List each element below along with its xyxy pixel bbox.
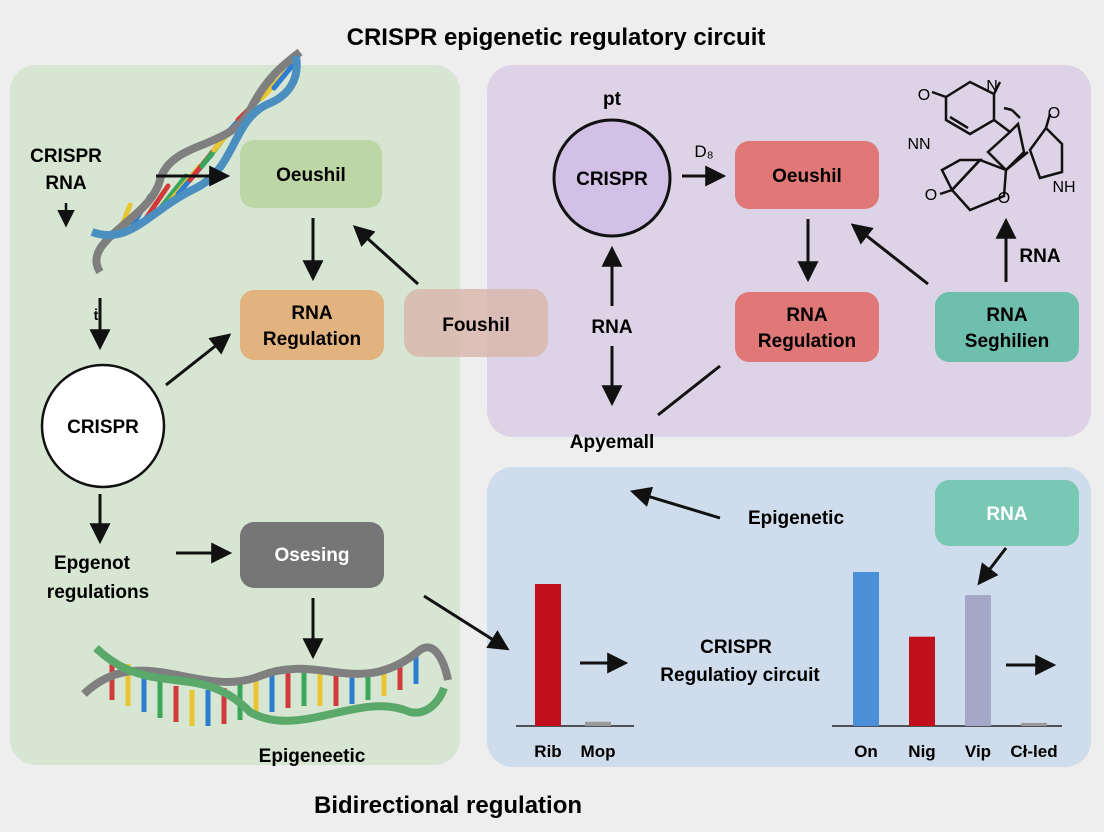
bar-chart-right: On Nig Vip Cł-led xyxy=(832,572,1062,761)
diagram-title: CRISPR epigenetic regulatory circuit xyxy=(347,24,766,51)
arrow-foushil-to-oeushil xyxy=(352,225,420,286)
rna-regulation-label-2: Regulation xyxy=(263,329,361,350)
bar-on xyxy=(853,572,879,726)
bar-label: Nig xyxy=(908,742,935,761)
left-panel xyxy=(10,65,460,765)
rna-seghilien-box xyxy=(935,292,1079,362)
apyemall-label: Apyemall xyxy=(570,432,654,453)
osesing-box xyxy=(240,522,384,588)
epigeneetic-label: Epigeneetic xyxy=(259,746,366,767)
rna-middle-label: RNA xyxy=(591,317,632,338)
bar-c-led xyxy=(1021,722,1047,726)
foushil-box xyxy=(404,289,548,357)
rna-regulation-box xyxy=(240,290,384,360)
foushil-box-label: Foushil xyxy=(442,315,510,336)
d-label: D₈ xyxy=(694,142,713,161)
rna-regulation-right-label-2: Regulation xyxy=(758,331,856,352)
molecule-o-mid: O xyxy=(998,190,1010,207)
oeushil-box-label: Oeushil xyxy=(276,165,346,186)
bar-chart-left: Rib Mop xyxy=(516,584,634,761)
oeushil-box-right xyxy=(735,141,879,209)
pt-label: pt xyxy=(603,89,622,110)
arrow-rna-to-bar xyxy=(977,547,1008,586)
bar-label: Mop xyxy=(581,742,616,761)
molecule-structure-icon xyxy=(931,80,1064,212)
right-top-panel xyxy=(487,65,1091,437)
rna-regulation-box-right xyxy=(735,292,879,362)
arrow-epigenetic-to-apyemall xyxy=(629,486,721,520)
center-label-1: CRISPR xyxy=(700,637,772,658)
molecule-o-left: O xyxy=(925,187,937,204)
bar-nig xyxy=(909,636,935,726)
rna-seghilien-label-2: Seghilien xyxy=(965,331,1049,352)
molecule-o-right: O xyxy=(1048,105,1060,122)
molecule-nn: NN xyxy=(907,136,930,153)
crispr-circle-right xyxy=(552,118,672,238)
rna-regulation-right-label-1: RNA xyxy=(786,305,827,326)
bar-label: On xyxy=(854,742,878,761)
epigenetic-label: Epigenetic xyxy=(748,508,845,529)
small-mark-label: ṫ xyxy=(94,307,99,323)
crispr-circle-right-label: CRISPR xyxy=(576,169,648,190)
molecule-n-top: N xyxy=(986,78,998,95)
bar-rib xyxy=(535,584,561,726)
molecule-nh: NH xyxy=(1052,179,1075,196)
bar-label: Rib xyxy=(534,742,561,761)
crispr-rna-label-2: RNA xyxy=(45,173,86,194)
bar-mop xyxy=(585,721,611,726)
arrow-osesing-to-chart xyxy=(423,594,510,651)
footer-caption: Bidirectional regulation xyxy=(314,792,582,819)
dna-helix-top-icon xyxy=(90,48,303,275)
rna-regulation-label-1: RNA xyxy=(291,303,332,324)
arrow-crispr-to-rna-regulation xyxy=(165,333,232,387)
arrow-seghilien-to-oeushil xyxy=(850,223,929,286)
crispr-rna-label: CRISPR xyxy=(30,146,102,167)
rna-box-bottom-label: RNA xyxy=(986,504,1027,525)
rna-up-label: RNA xyxy=(1019,246,1060,267)
molecule-o-top: O xyxy=(918,87,930,104)
dna-helix-bottom-icon xyxy=(81,643,452,726)
osesing-box-label: Osesing xyxy=(275,545,350,566)
oeushil-box-right-label: Oeushil xyxy=(772,166,842,187)
crispr-circle-left xyxy=(40,363,166,489)
oeushil-box xyxy=(240,140,382,208)
connector-apyemall-to-rna-regulation xyxy=(657,364,721,417)
rna-seghilien-label-1: RNA xyxy=(986,305,1027,326)
bar-label: Cł-led xyxy=(1010,742,1057,761)
epgenot-label-1: Epgenot xyxy=(54,553,131,574)
rna-box-bottom xyxy=(935,480,1079,546)
epgenot-label-2: regulations xyxy=(47,582,149,603)
crispr-circle-left-label: CRISPR xyxy=(67,417,139,438)
bar-vip xyxy=(965,595,991,726)
bar-label: Vip xyxy=(965,742,991,761)
center-label-2: Regulatioy circuit xyxy=(660,665,820,686)
